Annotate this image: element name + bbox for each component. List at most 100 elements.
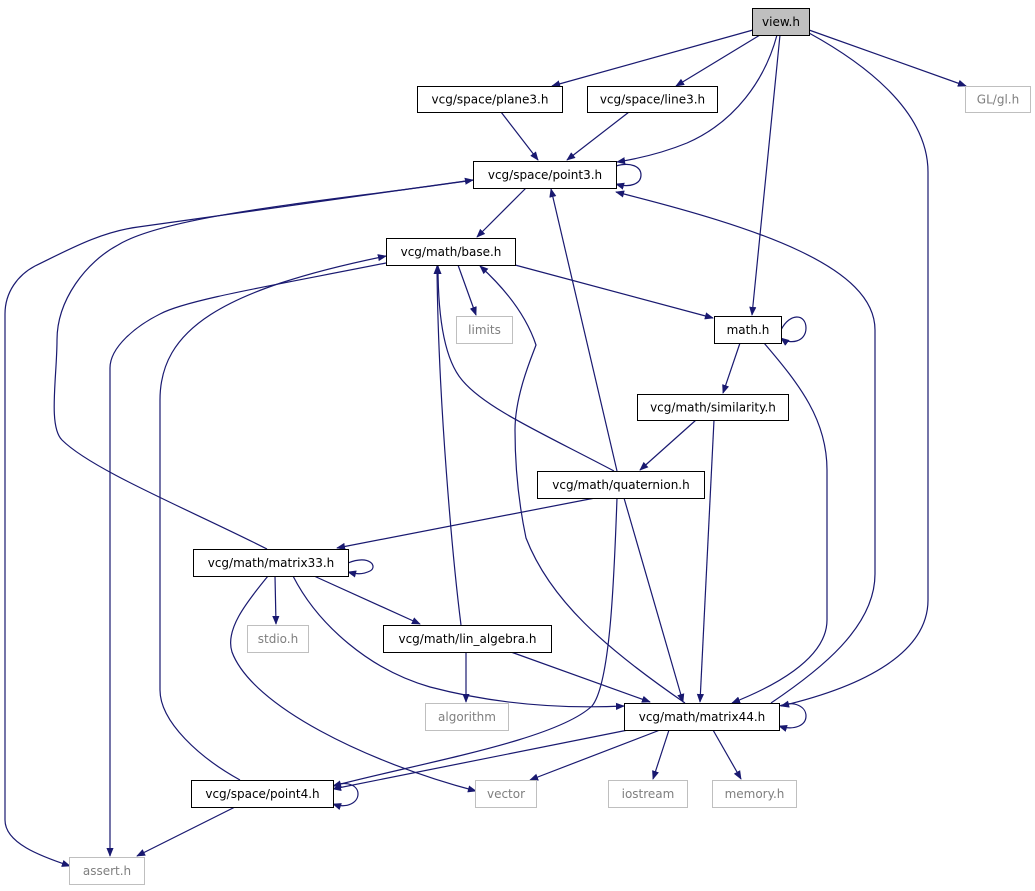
edge-matrix44-h-to-point4-h bbox=[332, 729, 629, 791]
edge-similarity-h-to-quaternion-h bbox=[639, 419, 697, 471]
edge-matrix44-h-to-point3-h bbox=[615, 190, 876, 704]
node-box bbox=[587, 86, 718, 113]
edge-lin-algebra-h-to-base-h bbox=[433, 265, 462, 626]
node-label: limits bbox=[468, 323, 501, 337]
node-label: stdio.h bbox=[258, 632, 298, 646]
node-iostream: iostream bbox=[608, 780, 688, 808]
node-gl-h: GL/gl.h bbox=[965, 86, 1031, 113]
edge-matrix33-h-to-stdio-h bbox=[272, 575, 280, 625]
node-box bbox=[386, 238, 516, 266]
edge-base-h-to-limits bbox=[457, 264, 477, 316]
edge-matrix33-h-to-vector bbox=[230, 575, 477, 793]
node-limits: limits bbox=[456, 316, 513, 344]
edge-point4-h-to-assert-h bbox=[136, 806, 236, 857]
edge-view-h-to-math-h bbox=[749, 34, 781, 316]
node-box bbox=[456, 316, 513, 344]
node-matrix33-h[interactable]: vcg/math/matrix33.h bbox=[193, 549, 349, 577]
node-label: vcg/math/quaternion.h bbox=[552, 478, 689, 492]
edge-math-h-to-similarity-h bbox=[722, 342, 741, 394]
node-label: vcg/math/similarity.h bbox=[650, 401, 776, 415]
edge-point3-h-to-base-h bbox=[476, 187, 527, 238]
edge-point3-h-to-assert-h bbox=[4, 179, 474, 867]
edge-view-h-to-point3-h bbox=[616, 34, 778, 165]
node-box bbox=[69, 857, 145, 885]
node-algorithm: algorithm bbox=[425, 703, 509, 731]
edge-quaternion-h-to-point3-h bbox=[549, 188, 618, 472]
edge-matrix33-h-to-point3-h bbox=[53, 177, 474, 550]
node-label: vcg/space/line3.h bbox=[600, 93, 705, 107]
edge-point4-h-to-base-h bbox=[159, 254, 387, 781]
edge-point3-h-to-point3-h bbox=[615, 163, 642, 190]
edge-matrix44-h-to-memory-h bbox=[712, 729, 742, 780]
edge-view-h-to-gl-h bbox=[808, 29, 967, 87]
node-box bbox=[425, 703, 509, 731]
edge-matrix33-h-to-matrix44-h bbox=[292, 575, 625, 710]
node-layer: view.h vcg/space/plane3.h vcg/space/line3.… bbox=[69, 8, 1031, 885]
node-box bbox=[752, 8, 810, 36]
edge-layer bbox=[4, 29, 967, 867]
node-box bbox=[191, 780, 334, 808]
node-vector: vector bbox=[475, 780, 537, 808]
node-label: iostream bbox=[622, 787, 675, 801]
node-label: vcg/space/point3.h bbox=[488, 168, 602, 182]
node-line3-h[interactable]: vcg/space/line3.h bbox=[587, 86, 718, 113]
node-label: memory.h bbox=[725, 787, 785, 801]
node-quaternion-h[interactable]: vcg/math/quaternion.h bbox=[537, 471, 705, 499]
node-math-h[interactable]: math.h bbox=[714, 316, 782, 344]
node-memory-h: memory.h bbox=[712, 780, 797, 808]
node-label: assert.h bbox=[83, 864, 131, 878]
edge-quaternion-h-to-point4-h bbox=[332, 497, 618, 788]
node-box bbox=[475, 780, 537, 808]
node-label: algorithm bbox=[438, 710, 496, 724]
node-box bbox=[247, 625, 309, 653]
node-label: vcg/math/matrix44.h bbox=[639, 710, 766, 724]
edge-math-h-to-matrix44-h bbox=[731, 342, 828, 704]
edge-quaternion-h-to-base-h bbox=[434, 265, 615, 472]
node-base-h[interactable]: vcg/math/base.h bbox=[386, 238, 516, 266]
node-box bbox=[608, 780, 688, 808]
node-label: vector bbox=[487, 787, 525, 801]
node-view-h[interactable]: view.h bbox=[752, 8, 810, 36]
node-label: GL/gl.h bbox=[977, 93, 1019, 107]
node-box bbox=[473, 161, 617, 189]
node-similarity-h[interactable]: vcg/math/similarity.h bbox=[637, 394, 789, 421]
node-matrix44-h[interactable]: vcg/math/matrix44.h bbox=[624, 703, 780, 731]
node-label: view.h bbox=[762, 15, 800, 29]
edge-plane3-h-to-point3-h bbox=[500, 111, 539, 161]
node-box bbox=[193, 549, 349, 577]
node-label: vcg/space/plane3.h bbox=[432, 93, 549, 107]
edge-view-h-to-plane3-h bbox=[551, 29, 754, 88]
edge-matrix33-h-to-lin-algebra-h bbox=[313, 575, 421, 625]
node-box bbox=[383, 625, 552, 653]
node-label: vcg/math/matrix33.h bbox=[208, 556, 335, 570]
node-label: vcg/math/base.h bbox=[401, 245, 502, 259]
edge-line3-h-to-point3-h bbox=[566, 111, 630, 161]
edge-matrix33-h-to-matrix33-h bbox=[347, 559, 374, 578]
node-label: vcg/space/point4.h bbox=[205, 787, 319, 801]
node-box bbox=[965, 86, 1031, 113]
node-point3-h[interactable]: vcg/space/point3.h bbox=[473, 161, 617, 189]
edge-lin-algebra-h-to-matrix44-h bbox=[510, 651, 651, 703]
edge-point4-h-to-point4-h bbox=[332, 782, 359, 810]
node-plane3-h[interactable]: vcg/space/plane3.h bbox=[417, 86, 563, 113]
node-box bbox=[637, 394, 789, 421]
edge-math-h-to-math-h bbox=[780, 316, 807, 346]
edge-base-h-to-math-h bbox=[514, 264, 714, 320]
node-lin-algebra-h[interactable]: vcg/math/lin_algebra.h bbox=[383, 625, 552, 653]
node-box bbox=[712, 780, 797, 808]
edge-similarity-h-to-matrix44-h bbox=[696, 419, 715, 703]
node-box bbox=[537, 471, 705, 499]
edge-view-h-to-matrix44-h bbox=[780, 32, 929, 708]
edge-matrix44-h-to-iostream bbox=[652, 729, 670, 780]
node-box bbox=[417, 86, 563, 113]
edge-matrix44-h-to-base-h bbox=[479, 265, 686, 704]
node-assert-h: assert.h bbox=[69, 857, 145, 885]
node-point4-h[interactable]: vcg/space/point4.h bbox=[191, 780, 334, 808]
node-label: vcg/math/lin_algebra.h bbox=[398, 632, 536, 646]
edge-matrix44-h-to-matrix44-h bbox=[778, 703, 807, 732]
edge-base-h-to-assert-h bbox=[106, 262, 387, 857]
edge-matrix44-h-to-vector bbox=[529, 729, 661, 781]
node-box bbox=[624, 703, 780, 731]
node-stdio-h: stdio.h bbox=[247, 625, 309, 653]
